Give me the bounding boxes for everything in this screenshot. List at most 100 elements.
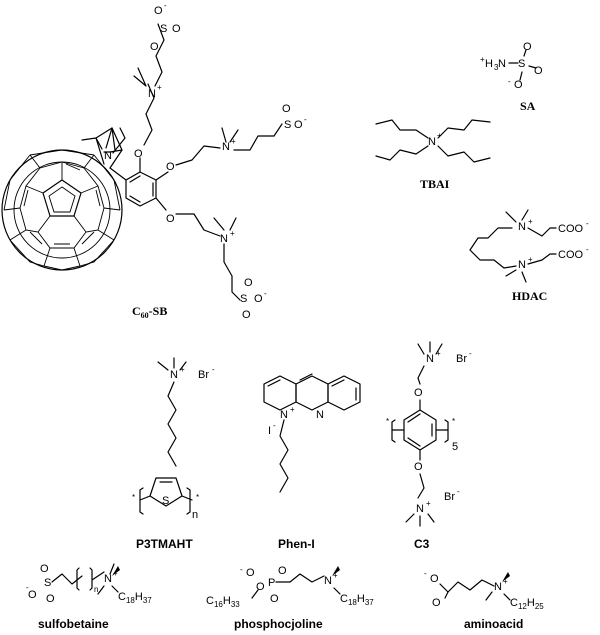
svg-text:Br: Br bbox=[456, 353, 467, 365]
svg-text:O: O bbox=[246, 567, 255, 579]
svg-text:*: * bbox=[196, 493, 199, 502]
svg-text:P: P bbox=[268, 577, 275, 589]
svg-text:Br: Br bbox=[444, 491, 455, 503]
svg-text:N: N bbox=[104, 573, 112, 585]
svg-text:+: + bbox=[113, 569, 118, 578]
svg-text:O: O bbox=[166, 161, 175, 173]
sa-structure: + H 3 N S O O O - SA bbox=[480, 41, 543, 113]
svg-text:O: O bbox=[270, 593, 279, 605]
svg-text:O: O bbox=[414, 387, 423, 399]
svg-text:O: O bbox=[244, 277, 253, 289]
svg-text:+: + bbox=[503, 577, 508, 586]
c60-n-atom: N bbox=[104, 150, 112, 162]
svg-text:O: O bbox=[134, 148, 143, 160]
svg-text:O: O bbox=[46, 593, 55, 605]
p3tmaht-label: P3TMAHT bbox=[136, 537, 193, 551]
svg-text:O: O bbox=[154, 5, 163, 17]
c60-sb-label: C60-SB bbox=[132, 304, 167, 320]
svg-text:O: O bbox=[294, 119, 303, 131]
svg-text:-: - bbox=[164, 1, 167, 10]
svg-text:N: N bbox=[416, 503, 424, 515]
tbai-n-atom: N bbox=[428, 136, 436, 148]
svg-text:N: N bbox=[518, 221, 526, 233]
svg-text:+: + bbox=[180, 365, 185, 374]
aminoacid-label: aminoacid bbox=[464, 617, 523, 631]
tbai-label: TBAI bbox=[420, 177, 450, 191]
p3tmaht-structure: N + Br - S n * * P3TMAHT bbox=[132, 357, 215, 551]
svg-text:N: N bbox=[220, 233, 228, 245]
svg-text:O: O bbox=[278, 565, 287, 577]
svg-text:O: O bbox=[256, 581, 265, 593]
svg-text:O: O bbox=[523, 41, 532, 53]
svg-text:+: + bbox=[426, 499, 431, 508]
svg-text:N: N bbox=[324, 575, 332, 587]
svg-text:N: N bbox=[426, 353, 434, 365]
svg-text:3: 3 bbox=[494, 63, 499, 72]
svg-text:n: n bbox=[94, 585, 98, 594]
svg-text:+: + bbox=[528, 255, 533, 264]
fullerene-cage bbox=[1, 149, 123, 271]
svg-text:O: O bbox=[150, 41, 159, 53]
c60-sb-structure: N O O O N + S O O O - N + S O O - bbox=[1, 1, 307, 321]
svg-text:-: - bbox=[469, 349, 472, 358]
svg-text:-: - bbox=[240, 565, 243, 574]
svg-text:N: N bbox=[170, 369, 178, 381]
svg-text:S: S bbox=[518, 58, 525, 70]
svg-text:O: O bbox=[40, 563, 49, 575]
svg-text:N: N bbox=[222, 141, 230, 153]
svg-text:-: - bbox=[264, 289, 267, 298]
svg-text:C18H37: C18H37 bbox=[118, 591, 152, 605]
svg-text:S: S bbox=[162, 495, 169, 507]
svg-text:-: - bbox=[212, 365, 215, 374]
svg-text:N: N bbox=[494, 581, 502, 593]
svg-text:-: - bbox=[586, 245, 589, 254]
phosphocoline-structure: C16H33 O O - P O O N + C18H37 phosphocjo… bbox=[206, 565, 374, 631]
svg-text:Br: Br bbox=[198, 369, 209, 381]
svg-text:-: - bbox=[273, 421, 276, 430]
svg-text:S: S bbox=[240, 293, 247, 305]
phosphocoline-label: phosphocjoline bbox=[234, 617, 323, 631]
svg-text:+: + bbox=[290, 405, 295, 414]
svg-text:*: * bbox=[452, 417, 455, 426]
svg-text:O: O bbox=[534, 65, 543, 77]
svg-text:5: 5 bbox=[452, 441, 458, 453]
svg-text:H: H bbox=[485, 58, 493, 70]
svg-text:-: - bbox=[586, 219, 589, 228]
sa-label: SA bbox=[520, 99, 536, 113]
svg-text:S: S bbox=[284, 119, 291, 131]
svg-text:+: + bbox=[157, 83, 162, 92]
svg-text:COO: COO bbox=[558, 249, 584, 261]
aminoacid-structure: O - O N + C12H25 aminoacid bbox=[424, 569, 544, 631]
svg-text:C16H33: C16H33 bbox=[206, 595, 240, 609]
svg-text:C18H37: C18H37 bbox=[340, 593, 374, 607]
svg-text:+: + bbox=[230, 229, 235, 238]
svg-text:-: - bbox=[508, 77, 511, 86]
sulfobetaine-structure: S O O O - n N + C18H37 sulfobetaine bbox=[26, 563, 152, 631]
svg-text:N: N bbox=[280, 409, 288, 421]
sulfobetaine-label: sulfobetaine bbox=[38, 617, 109, 631]
svg-text:-: - bbox=[457, 487, 460, 496]
svg-text:-: - bbox=[304, 115, 307, 124]
svg-text:O: O bbox=[430, 573, 439, 585]
svg-text:*: * bbox=[132, 493, 135, 502]
svg-text:+: + bbox=[437, 131, 442, 140]
svg-text:O: O bbox=[28, 589, 37, 601]
svg-text:+: + bbox=[436, 349, 441, 358]
svg-text:-: - bbox=[26, 583, 29, 592]
svg-text:N: N bbox=[498, 58, 506, 70]
phen-i-label: Phen-I bbox=[278, 537, 315, 551]
svg-text:COO: COO bbox=[558, 223, 584, 235]
svg-text:+: + bbox=[528, 217, 533, 226]
tbai-structure: N + TBAI bbox=[375, 119, 491, 191]
svg-text:*: * bbox=[386, 417, 389, 426]
svg-text:N: N bbox=[518, 259, 526, 271]
svg-text:+: + bbox=[231, 137, 236, 146]
svg-text:+: + bbox=[333, 571, 338, 580]
svg-text:O: O bbox=[432, 597, 441, 609]
svg-text:O: O bbox=[282, 103, 291, 115]
svg-text:I: I bbox=[268, 425, 271, 437]
svg-text:S: S bbox=[44, 577, 51, 589]
svg-text:O: O bbox=[254, 293, 263, 305]
hdac-structure: N + COO - N + COO - HDAC bbox=[469, 209, 589, 303]
